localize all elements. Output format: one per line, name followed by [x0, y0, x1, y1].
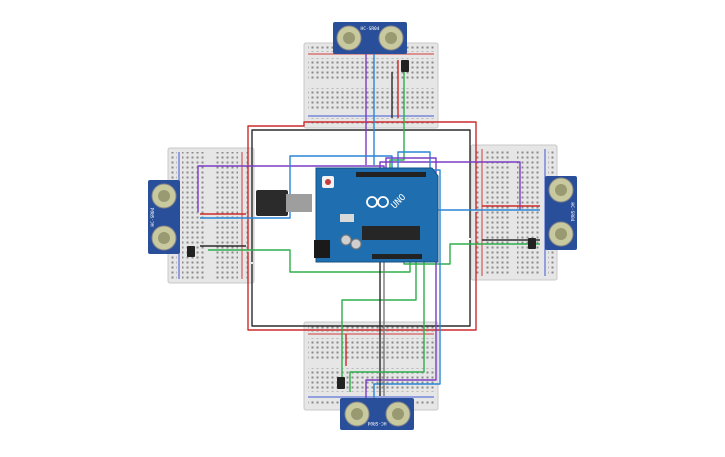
wire-bottom-green — [341, 258, 417, 385]
breadboard-right — [470, 144, 558, 281]
breadboard-bottom — [303, 321, 439, 411]
wires — [197, 48, 540, 400]
atmega-chip — [362, 226, 420, 240]
wire-left-green — [208, 249, 411, 273]
analog-header — [372, 254, 422, 259]
sensor-left: HC-SR04 — [148, 180, 180, 254]
wire-bottom-purple — [365, 157, 437, 400]
wire-black-outer — [251, 129, 471, 262]
sensor-bottom-label: HC-SR04 — [367, 420, 386, 426]
sensor-right: HC-SR04 — [545, 176, 577, 250]
arduino-infinity-icon — [366, 196, 389, 208]
wire-green-extra — [349, 258, 425, 392]
power-jack-icon — [314, 240, 330, 258]
sensor-top: HC-SR04 — [333, 22, 407, 54]
breadboard-left — [167, 147, 255, 284]
arduino-uno: UNO — [256, 167, 439, 263]
breadboard-top — [303, 42, 439, 129]
wire-black-outer-bottom — [251, 240, 471, 327]
usb-connector-icon — [256, 190, 288, 216]
wire-red-outer — [247, 121, 477, 250]
sensor-right-label: HC-SR04 — [569, 203, 575, 222]
usb-port — [286, 194, 312, 212]
wire-left-blue — [200, 155, 393, 219]
sensor-left-label: HC-SR04 — [150, 207, 156, 226]
digital-header — [356, 172, 426, 177]
wire-red-outer-bottom — [247, 212, 477, 331]
buzzer-icon — [187, 60, 536, 389]
sensor-top-label: HC-SR04 — [361, 26, 380, 32]
wire-right-blue — [397, 151, 540, 211]
sensor-bottom: HC-SR04 — [340, 398, 414, 430]
